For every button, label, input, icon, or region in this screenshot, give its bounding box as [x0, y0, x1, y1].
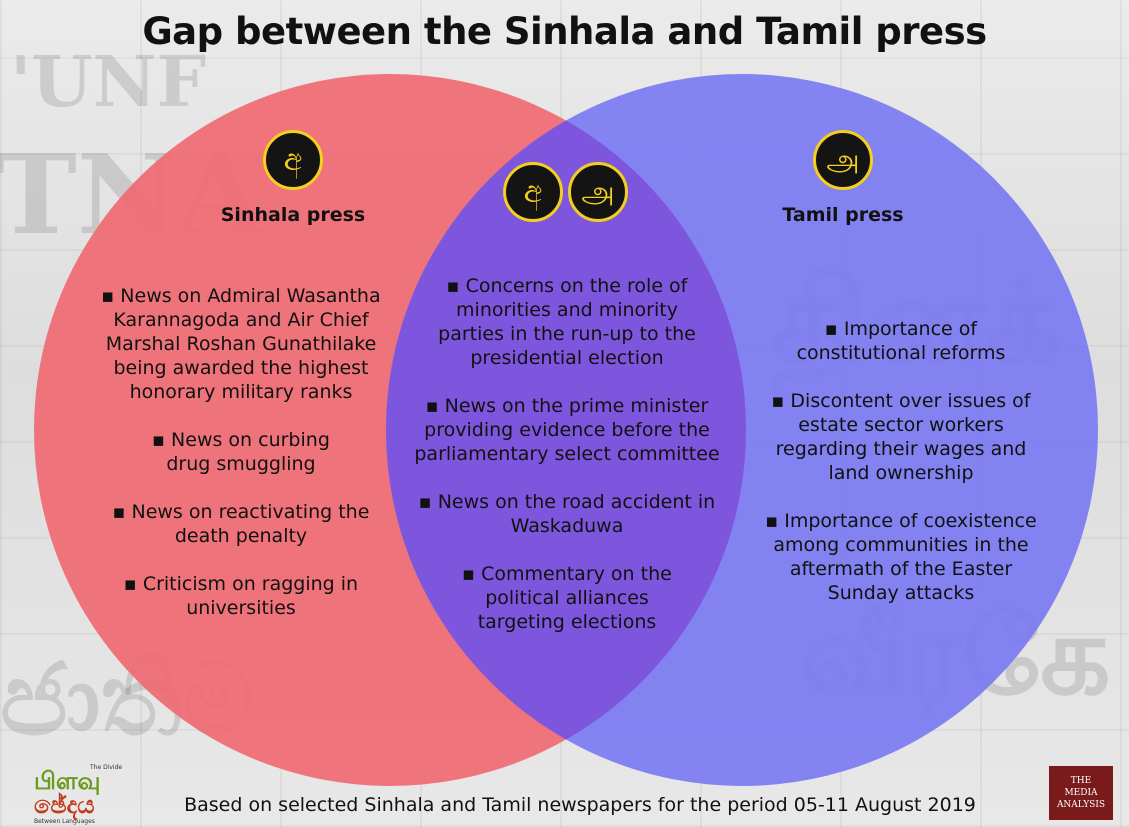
sinhala-news-list: News on Admiral Wasantha Karannagoda and… — [82, 284, 400, 644]
sinhala-letter-icon: අ — [263, 130, 323, 190]
logo-subtagline: Between Languages — [34, 818, 95, 825]
logo-tagline: The Divide — [90, 764, 123, 771]
list-item: Importance of constitutional reforms — [753, 317, 1049, 365]
tamil-news-list: Importance of constitutional reforms Dis… — [753, 317, 1049, 629]
sinhala-letter-icon: අ — [503, 162, 563, 222]
list-item: Importance of coexistence among communit… — [753, 509, 1049, 605]
list-item: News on the road accident in Waskaduwa — [398, 490, 736, 538]
common-news-list: Concerns on the role of minorities and m… — [398, 274, 736, 658]
source-note: Based on selected Sinhala and Tamil news… — [184, 794, 976, 816]
logo-sinhala-word: ඡේදය — [34, 790, 95, 819]
tamil-press-title: Tamil press — [782, 204, 904, 226]
media-analysis-logo: THE MEDIA ANALYSIS — [1049, 766, 1113, 820]
logo-line: THE — [1070, 776, 1092, 786]
sinhala-press-title: Sinhala press — [220, 204, 366, 226]
list-item: News on the prime minister providing evi… — [398, 394, 736, 466]
the-divide-logo: The Divide பிளவு ඡේදය Between Languages — [28, 764, 128, 825]
page-title: Gap between the Sinhala and Tamil press — [142, 10, 987, 53]
list-item: Criticism on ragging in universities — [82, 572, 400, 620]
tamil-letter-icon: அ — [568, 162, 628, 222]
tamil-letter-icon: அ — [813, 130, 873, 190]
list-item: News on Admiral Wasantha Karannagoda and… — [82, 284, 400, 404]
logo-line: MEDIA — [1064, 788, 1098, 798]
list-item: News on curbing drug smuggling — [82, 428, 400, 476]
list-item: Concerns on the role of minorities and m… — [398, 274, 736, 370]
list-item: Discontent over issues of estate sector … — [753, 389, 1049, 485]
list-item: News on reactivating the death penalty — [82, 500, 400, 548]
list-item: Commentary on the political alliances ta… — [398, 562, 736, 634]
logo-line: ANALYSIS — [1056, 800, 1106, 810]
logo-tamil-word: பிளவு — [34, 766, 101, 795]
background-headline: 'UNF — [10, 40, 207, 123]
